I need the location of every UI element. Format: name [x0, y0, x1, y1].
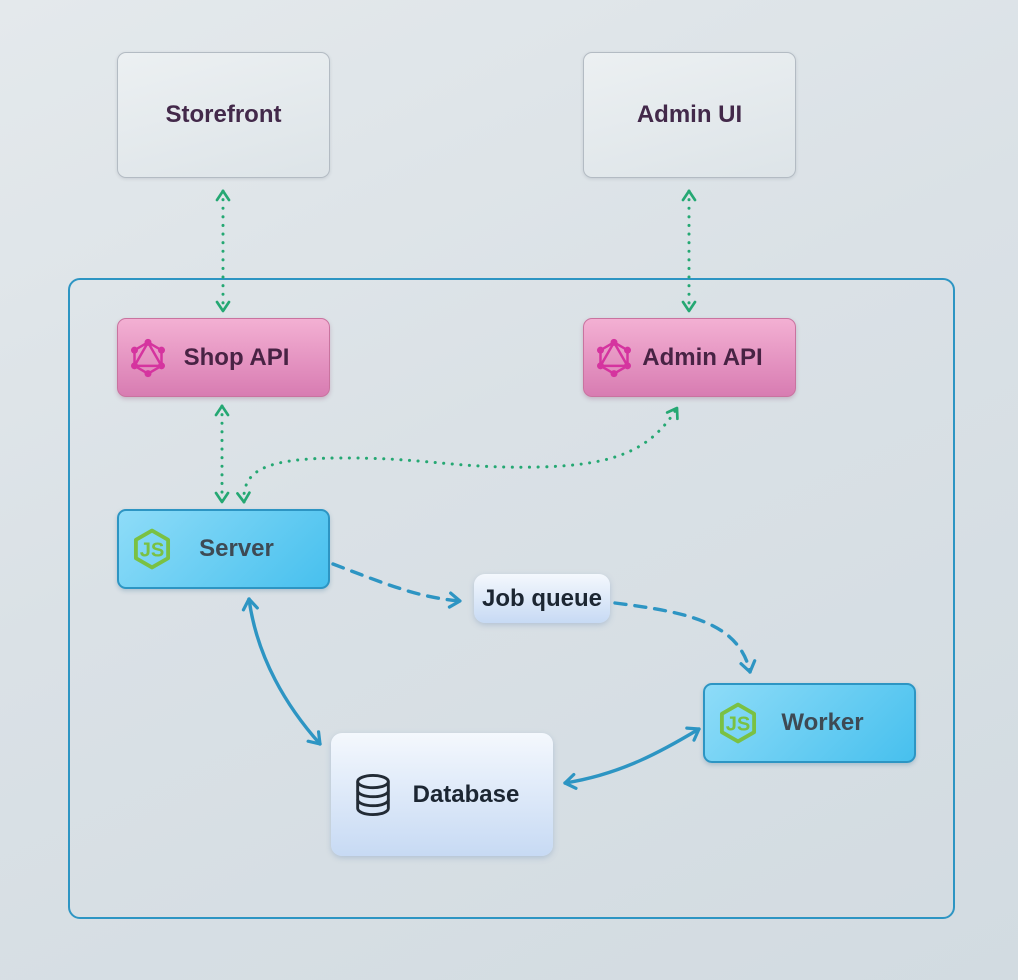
nodejs-icon: JS: [133, 528, 171, 570]
node-database: Database: [331, 733, 553, 856]
svg-text:JS: JS: [140, 539, 165, 561]
nodejs-icon: JS: [719, 702, 757, 744]
node-job-queue-label: Job queue: [481, 584, 602, 612]
node-shop-api-label: Shop API: [183, 343, 290, 371]
node-admin-ui: Admin UI: [583, 52, 796, 178]
node-admin-ui-label: Admin UI: [636, 101, 743, 128]
node-storefront-label: Storefront: [165, 101, 282, 128]
node-database-label: Database: [412, 780, 520, 808]
server-process-container: [68, 278, 955, 919]
svg-text:JS: JS: [726, 713, 751, 735]
database-icon: [356, 773, 390, 816]
node-storefront: Storefront: [117, 52, 330, 178]
node-job-queue: Job queue: [474, 574, 610, 623]
node-admin-api: Admin API: [583, 318, 796, 397]
node-shop-api: Shop API: [117, 318, 330, 397]
node-worker-label: Worker: [781, 709, 864, 736]
graphql-icon: [131, 338, 165, 377]
graphql-icon: [597, 338, 631, 377]
node-server: JS Server: [117, 509, 330, 589]
node-admin-api-label: Admin API: [642, 343, 763, 371]
node-worker: JS Worker: [703, 683, 916, 763]
node-server-label: Server: [199, 535, 274, 562]
